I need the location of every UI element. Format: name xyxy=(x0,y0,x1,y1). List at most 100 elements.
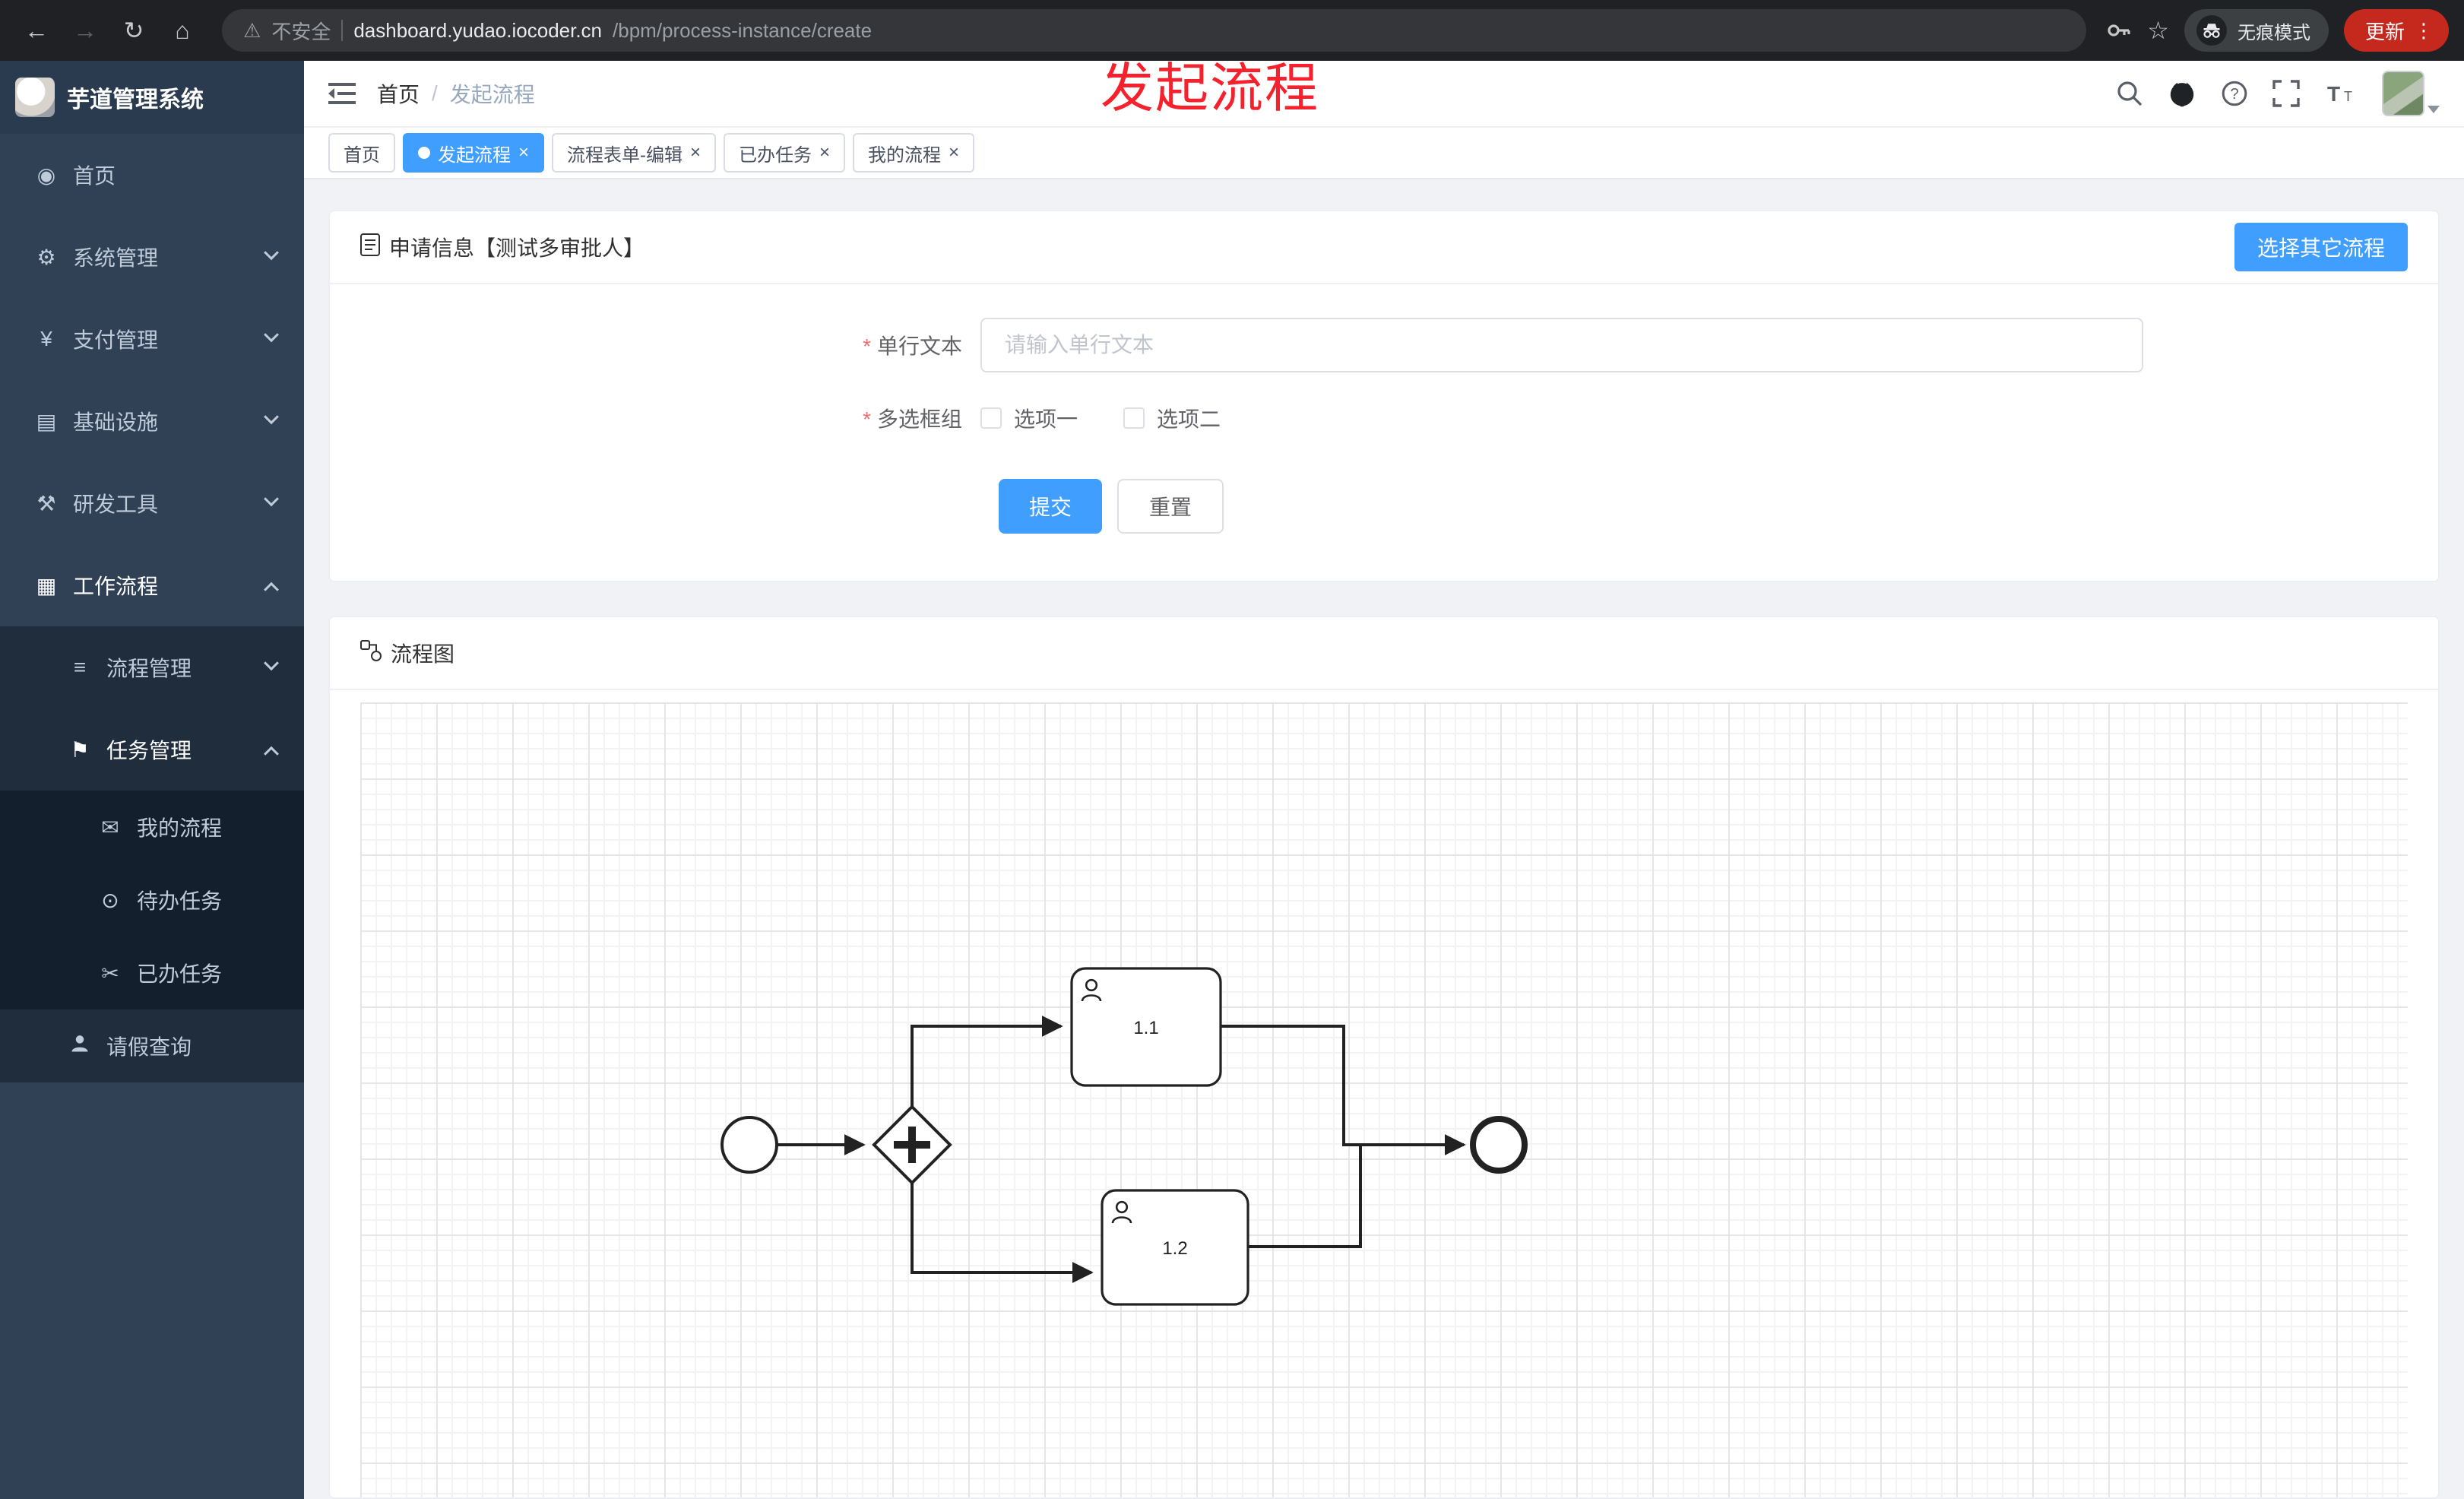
workflow-icon: ▦ xyxy=(36,573,57,597)
eye-icon: ⊙ xyxy=(101,888,119,912)
hamburger-icon xyxy=(328,83,356,104)
tab-process-form-edit[interactable]: 流程表单-编辑 × xyxy=(552,133,717,173)
sidebar-item-label: 系统管理 xyxy=(73,246,159,270)
dashboard-icon: ◉ xyxy=(36,163,56,187)
apply-info-title: 申请信息【测试多审批人】 xyxy=(389,236,645,260)
refresh-button[interactable]: ↻ xyxy=(112,9,155,52)
sidebar-item-label: 基础设施 xyxy=(73,410,159,434)
user-task-node-1-2[interactable]: 1.2 xyxy=(1101,1189,1249,1306)
select-other-process-button[interactable]: 选择其它流程 xyxy=(2234,223,2408,271)
chevron-down-icon xyxy=(264,491,279,507)
checkbox-label: 选项二 xyxy=(1157,407,1221,431)
sidebar-item-my-processes[interactable]: ✉ 我的流程 xyxy=(0,791,304,864)
sidebar-item-workflow[interactable]: ▦ 工作流程 xyxy=(0,544,304,626)
url-path: /bpm/process-instance/create xyxy=(613,18,873,42)
avatar xyxy=(2382,71,2424,116)
chevron-up-icon xyxy=(264,746,279,762)
sidebar-collapse-button[interactable] xyxy=(328,81,356,106)
bookmark-star-icon[interactable]: ☆ xyxy=(2147,17,2169,44)
chevron-down-icon xyxy=(264,327,279,343)
sidebar-item-devtools[interactable]: ⚒ 研发工具 xyxy=(0,462,304,544)
close-icon[interactable]: × xyxy=(690,142,702,163)
app-shell: 芋道管理系统 ◉ 首页 ⚙ 系统管理 ¥ 支付管理 ▤ 基础设施 ⚒ 研发工具 … xyxy=(0,61,2464,1499)
sidebar-item-process-management[interactable]: ≡ 流程管理 xyxy=(0,626,304,708)
back-icon: ← xyxy=(24,16,49,44)
sidebar-item-done-tasks[interactable]: ✂ 已办任务 xyxy=(0,936,304,1009)
document-icon xyxy=(360,233,380,261)
sidebar-item-task-management[interactable]: ⚑ 任务管理 xyxy=(0,708,304,791)
checkbox-box[interactable] xyxy=(980,407,1002,429)
forward-button[interactable]: → xyxy=(64,9,106,52)
sidebar-item-label: 请假查询 xyxy=(106,1035,192,1059)
sidebar-item-leave-query[interactable]: 请假查询 xyxy=(0,1009,304,1082)
logo-avatar xyxy=(15,78,55,117)
sidebar-item-infrastructure[interactable]: ▤ 基础设施 xyxy=(0,380,304,462)
user-avatar-menu[interactable] xyxy=(2382,71,2440,116)
url-domain: dashboard.yudao.iocoder.cn xyxy=(353,18,603,42)
key-icon[interactable] xyxy=(2105,17,2132,44)
tab-done-tasks[interactable]: 已办任务 × xyxy=(724,133,846,173)
sidebar-item-payment[interactable]: ¥ 支付管理 xyxy=(0,298,304,380)
logo-row[interactable]: 芋道管理系统 xyxy=(0,61,304,134)
tab-my-processes[interactable]: 我的流程 × xyxy=(853,133,975,173)
submit-button[interactable]: 提交 xyxy=(999,479,1103,534)
incognito-icon xyxy=(2196,15,2227,46)
tab-initiate-process[interactable]: 发起流程 × xyxy=(403,133,545,173)
sidebar-item-label: 已办任务 xyxy=(137,962,223,986)
incognito-badge: 无痕模式 xyxy=(2184,9,2329,52)
start-event-node[interactable] xyxy=(721,1116,778,1174)
sidebar-item-label: 待办任务 xyxy=(137,889,223,913)
chevron-down-icon xyxy=(264,409,279,425)
sidebar: 芋道管理系统 ◉ 首页 ⚙ 系统管理 ¥ 支付管理 ▤ 基础设施 ⚒ 研发工具 … xyxy=(0,61,304,1499)
sidebar-item-label: 任务管理 xyxy=(106,739,192,762)
edge-task1-to-end xyxy=(1221,1025,1466,1155)
help-icon[interactable]: ? xyxy=(2221,80,2248,107)
fullscreen-icon[interactable] xyxy=(2272,80,2300,107)
breadcrumb-home[interactable]: 首页 xyxy=(377,83,420,106)
chrome-right-controls: ☆ 无痕模式 更新 ⋮ xyxy=(2105,9,2449,52)
sidebar-item-home[interactable]: ◉ 首页 xyxy=(0,134,304,216)
address-bar[interactable]: ⚠ 不安全 dashboard.yudao.iocoder.cn/bpm/pro… xyxy=(222,9,2087,52)
sidebar-item-todo-tasks[interactable]: ⊙ 待办任务 xyxy=(0,864,304,936)
browser-toolbar: ← → ↻ ⌂ ⚠ 不安全 dashboard.yudao.iocoder.cn… xyxy=(0,0,2464,61)
sidebar-item-label: 研发工具 xyxy=(73,493,159,516)
task-flag-icon: ⚑ xyxy=(70,737,90,762)
close-icon[interactable]: × xyxy=(949,142,960,163)
diagram-icon xyxy=(360,639,382,667)
close-icon[interactable]: × xyxy=(819,142,831,163)
reset-button[interactable]: 重置 xyxy=(1117,479,1224,534)
process-diagram-title: 流程图 xyxy=(391,642,455,666)
sidebar-item-label: 我的流程 xyxy=(137,816,223,840)
checkbox-option-2[interactable]: 选项二 xyxy=(1123,403,1221,433)
process-list-icon: ≡ xyxy=(73,655,87,679)
user-task-node-1-1[interactable]: 1.1 xyxy=(1070,967,1222,1087)
close-icon[interactable]: × xyxy=(518,142,530,163)
back-button[interactable]: ← xyxy=(15,9,58,52)
task-label: 1.1 xyxy=(1133,1018,1158,1038)
end-event-node[interactable] xyxy=(1470,1116,1528,1174)
edge-gateway-to-task1 xyxy=(911,1016,1063,1107)
tags-view-bar: 首页 发起流程 × 流程表单-编辑 × 已办任务 × 我的流程 × xyxy=(304,128,2464,179)
more-menu-icon[interactable]: ⋮ xyxy=(2414,18,2434,42)
tab-label: 发起流程 xyxy=(438,144,511,166)
update-button[interactable]: 更新 ⋮ xyxy=(2343,9,2449,52)
form-row-text: 单行文本 xyxy=(330,318,2438,372)
checkbox-option-1[interactable]: 选项一 xyxy=(980,403,1078,433)
search-icon[interactable] xyxy=(2116,80,2143,107)
tab-label: 流程表单-编辑 xyxy=(567,144,683,166)
github-icon[interactable] xyxy=(2168,79,2196,108)
security-label[interactable]: 不安全 xyxy=(271,20,331,43)
tab-label: 已办任务 xyxy=(739,144,812,166)
sidebar-item-system[interactable]: ⚙ 系统管理 xyxy=(0,216,304,298)
active-tab-dot xyxy=(418,147,430,159)
gear-icon: ⚙ xyxy=(36,245,56,269)
bpmn-canvas[interactable]: 1.1 1.2 xyxy=(360,702,2408,1497)
checkbox-box[interactable] xyxy=(1123,407,1145,429)
tab-home[interactable]: 首页 xyxy=(328,133,395,173)
parallel-gateway-node[interactable] xyxy=(872,1104,952,1185)
breadcrumb-separator: / xyxy=(432,81,438,105)
single-line-text-input[interactable] xyxy=(980,318,2143,372)
home-button[interactable]: ⌂ xyxy=(161,9,204,52)
